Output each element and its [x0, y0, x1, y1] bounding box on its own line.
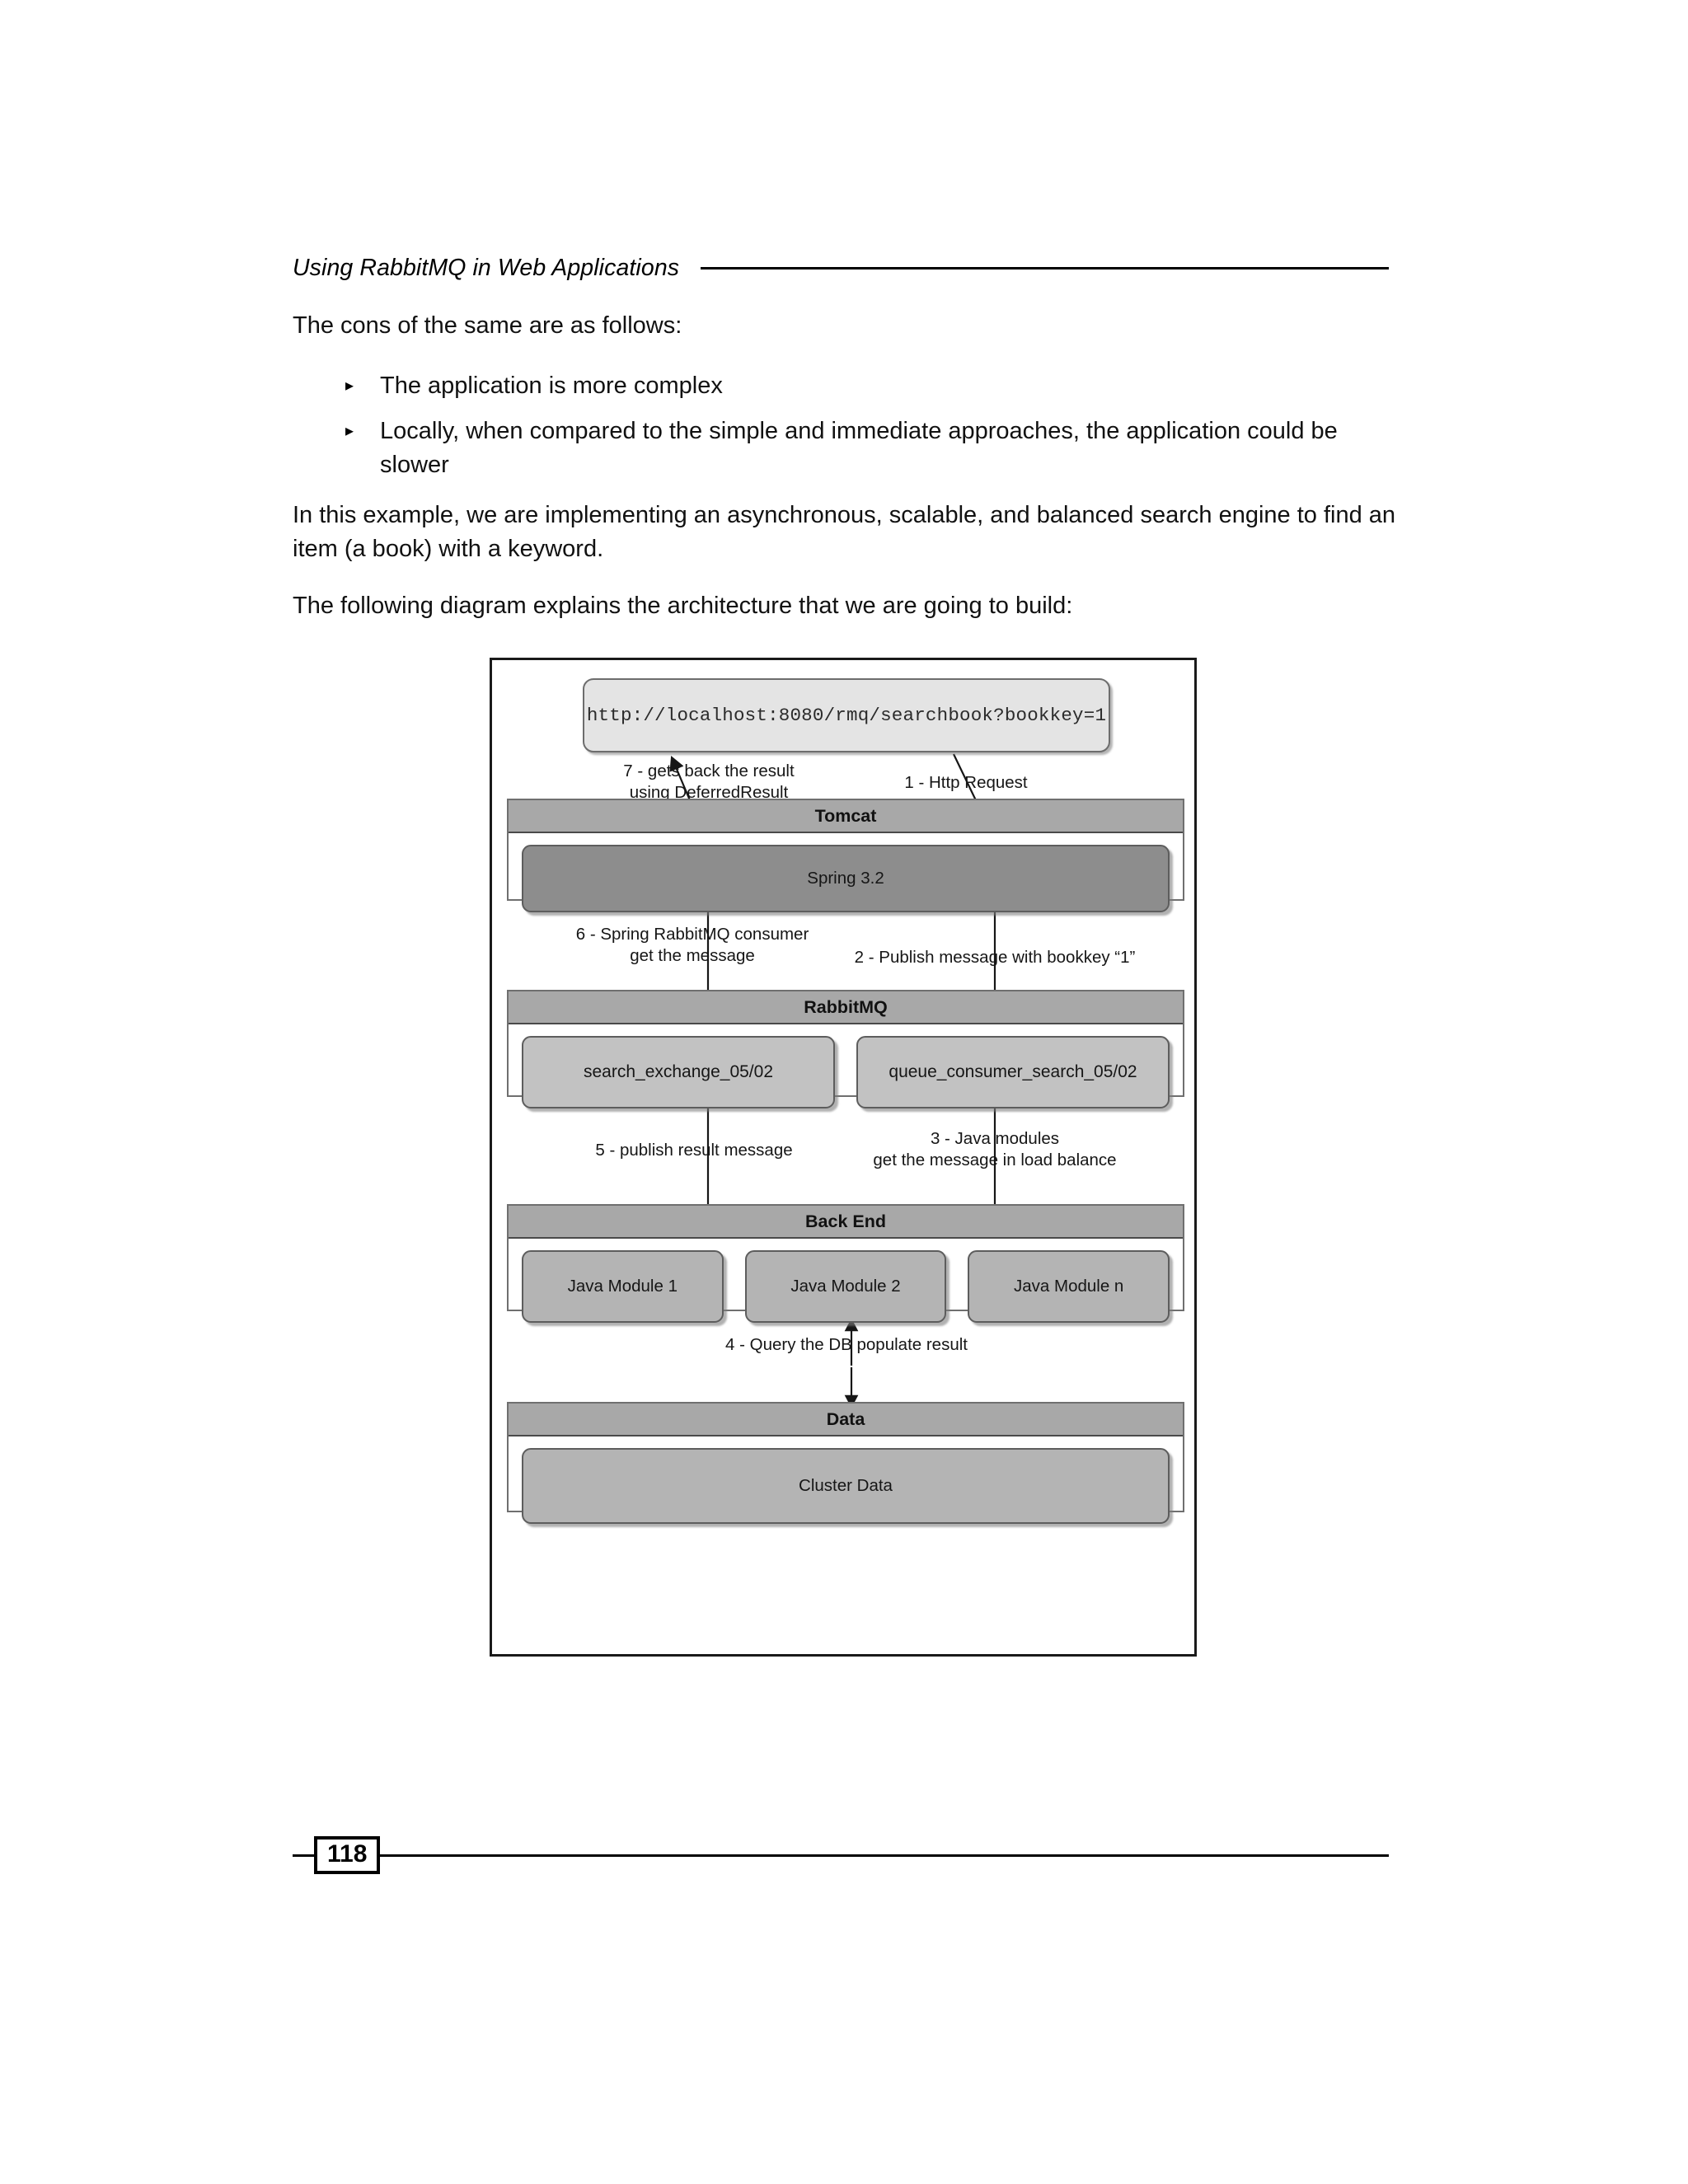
cons-bullet-list: ▸ The application is more complex ▸ Loca…	[334, 369, 1397, 494]
backend-panel: Back End Java Module 1 Java Module 2 Jav…	[507, 1204, 1184, 1323]
rabbitmq-panel-body: search_exchange_05/02 queue_consumer_sea…	[509, 1024, 1183, 1120]
list-item-label: Locally, when compared to the simple and…	[380, 418, 1338, 478]
tomcat-panel-title: Tomcat	[509, 800, 1183, 833]
page-number: 118	[314, 1836, 381, 1874]
example-paragraph: In this example, we are implementing an …	[293, 502, 1396, 562]
footer-rule-left	[293, 1854, 314, 1857]
backend-panel-body: Java Module 1 Java Module 2 Java Module …	[509, 1239, 1183, 1334]
tomcat-panel: Tomcat Spring 3.2	[507, 799, 1184, 912]
diagram-lead-paragraph: The following diagram explains the archi…	[293, 593, 1073, 619]
triangle-bullet-icon: ▸	[345, 377, 354, 395]
list-item-label: The application is more complex	[380, 373, 723, 399]
node-java-module-n: Java Module n	[968, 1250, 1170, 1323]
list-item: ▸ Locally, when compared to the simple a…	[334, 415, 1397, 482]
page-footer: 118	[293, 1836, 1389, 1874]
chapter-title: Using RabbitMQ in Web Applications	[293, 254, 680, 281]
flow-label-step-6: 6 - Spring RabbitMQ consumer get the mes…	[575, 925, 809, 965]
flow-label-step-3: 3 - Java modules get the message in load…	[873, 1129, 1117, 1169]
architecture-diagram: http://localhost:8080/rmq/searchbook?boo…	[490, 658, 1197, 1657]
data-panel-title: Data	[509, 1404, 1183, 1436]
header-rule	[701, 266, 1389, 269]
flow-label-step-5: 5 - publish result message	[595, 1141, 793, 1160]
node-spring: Spring 3.2	[522, 845, 1170, 912]
list-item: ▸ The application is more complex	[334, 369, 1397, 403]
triangle-bullet-icon: ▸	[345, 422, 354, 440]
request-url-text: http://localhost:8080/rmq/searchbook?boo…	[586, 705, 1107, 726]
rabbitmq-panel-title: RabbitMQ	[509, 991, 1183, 1024]
flow-label-step-1: 1 - Http Request	[904, 773, 1028, 792]
backend-panel-title: Back End	[509, 1206, 1183, 1239]
flow-label-step-7: 7 - gets back the result using DeferredR…	[623, 762, 795, 802]
running-header: Using RabbitMQ in Web Applications	[293, 251, 1389, 284]
data-panel-body: Cluster Data	[509, 1436, 1183, 1535]
node-cluster-data: Cluster Data	[522, 1448, 1170, 1524]
tomcat-panel-body: Spring 3.2	[509, 833, 1183, 924]
footer-rule-right	[380, 1854, 1389, 1857]
flow-label-step-2: 2 - Publish message with bookkey “1”	[854, 948, 1136, 967]
node-java-module-2: Java Module 2	[744, 1250, 947, 1323]
flow-label-step-4: 4 - Query the DB populate result	[725, 1335, 968, 1354]
rabbitmq-panel: RabbitMQ search_exchange_05/02 queue_con…	[507, 990, 1184, 1108]
request-url-box: http://localhost:8080/rmq/searchbook?boo…	[583, 678, 1110, 752]
node-search-exchange: search_exchange_05/02	[522, 1036, 835, 1108]
intro-paragraph: The cons of the same are as follows:	[293, 312, 682, 339]
node-java-module-1: Java Module 1	[522, 1250, 724, 1323]
node-queue-consumer-search: queue_consumer_search_05/02	[856, 1036, 1170, 1108]
data-panel: Data Cluster Data	[507, 1402, 1184, 1524]
